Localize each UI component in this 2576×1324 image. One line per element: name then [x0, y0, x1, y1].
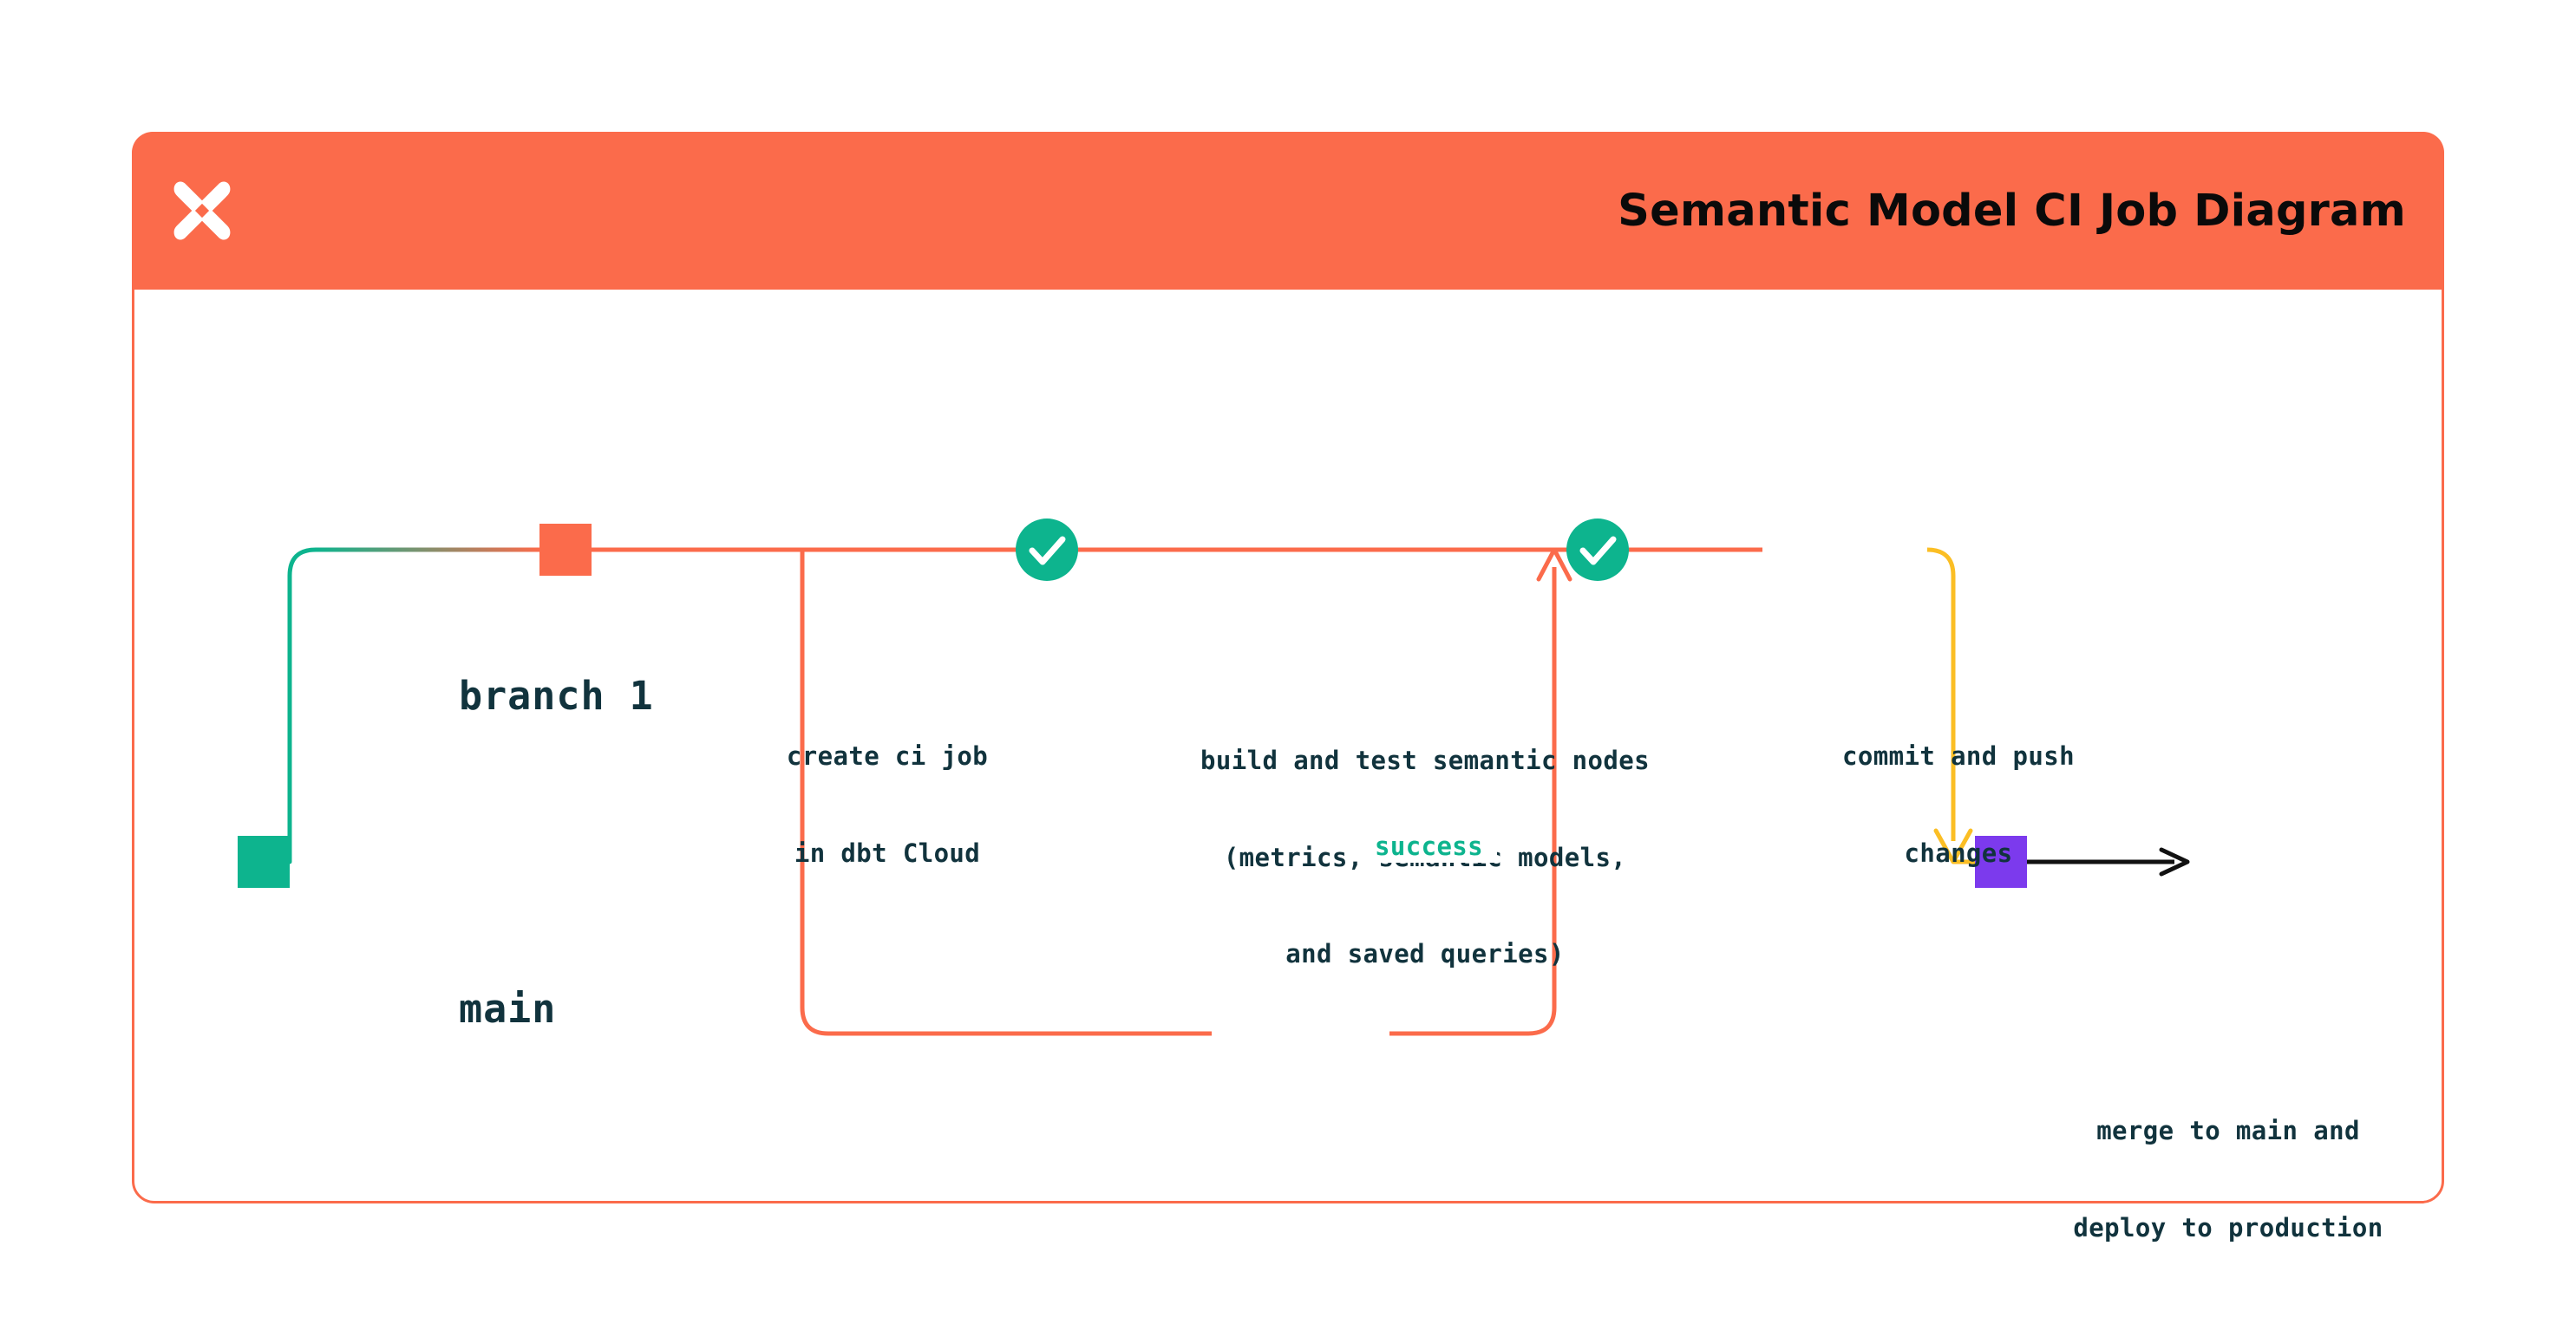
node-marker-commit-and-push: [1566, 519, 1629, 581]
node-label-line: create ci job: [786, 741, 989, 772]
edge-deploy-out: [2027, 847, 2190, 877]
node-marker-create-ci-job: [539, 524, 592, 576]
node-label-line: and saved queries): [1285, 938, 1565, 969]
node-marker-merge-to-main: [1975, 836, 2027, 888]
node-label-merge-to-main: merge to main and deploy to production: [2053, 1051, 2403, 1308]
node-label-build-and-test: build and test semantic nodes (metrics, …: [1174, 681, 1677, 1034]
edge-branch-out: [287, 547, 542, 864]
card-body: [132, 132, 2444, 1203]
node-marker-build-and-test: [1016, 519, 1078, 581]
lane-label-branch-1: branch 1: [459, 673, 654, 719]
diagram-card: Semantic Model CI Job Diagram: [132, 132, 2444, 1242]
node-marker-main-start: [238, 836, 290, 888]
node-label-line: build and test semantic nodes: [1200, 746, 1650, 776]
node-label-line: merge to main and: [2096, 1116, 2360, 1146]
node-label-create-ci-job: create ci job in dbt Cloud: [775, 676, 999, 934]
edge-merge-down: [1926, 547, 1973, 864]
node-label-commit-and-push: commit and push changes: [1824, 676, 2093, 934]
git-flow-canvas: [132, 290, 2444, 1203]
lane-label-main: main: [459, 986, 557, 1032]
edge-success-loop: [800, 547, 1572, 1036]
node-label-line: in dbt Cloud: [794, 838, 981, 868]
page-title: Semantic Model CI Job Diagram: [1618, 185, 2406, 237]
dbt-x-logo-icon: [163, 172, 241, 250]
edge-label-success: success: [1361, 831, 1498, 864]
card-header: Semantic Model CI Job Diagram: [132, 132, 2444, 290]
node-label-line: deploy to production: [2073, 1212, 2383, 1242]
node-label-line: changes: [1904, 838, 2013, 868]
node-label-line: commit and push: [1842, 741, 2075, 772]
